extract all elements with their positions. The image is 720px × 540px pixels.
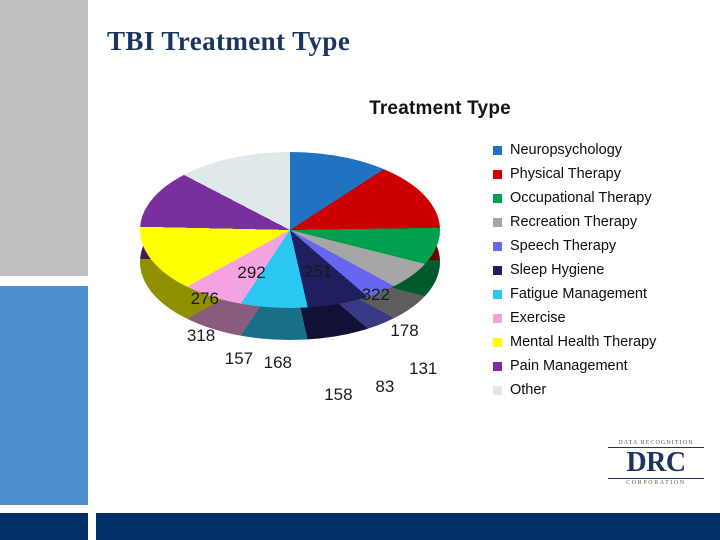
legend-swatch-icon xyxy=(493,289,502,299)
slide-decoration-gray-block xyxy=(0,0,88,276)
legend-swatch-icon xyxy=(493,361,502,371)
slide-decoration-bottom-left-bar xyxy=(0,513,88,540)
legend-item[interactable]: Other xyxy=(493,378,698,402)
legend-item[interactable]: Recreation Therapy xyxy=(493,210,698,234)
legend-item-label: Mental Health Therapy xyxy=(510,334,657,350)
pie-slice-label: 322 xyxy=(361,285,390,305)
legend-item-label: Speech Therapy xyxy=(510,238,617,254)
pie-slice-label: 318 xyxy=(186,326,216,346)
pie-slice-label: 251 xyxy=(303,262,333,282)
legend-swatch-icon xyxy=(493,169,502,179)
drc-logo-mark: DRC xyxy=(626,447,686,478)
legend-swatch-icon xyxy=(493,193,502,203)
pie-slice-label: 276 xyxy=(190,289,219,309)
pie-slice-label: 157 xyxy=(224,349,254,369)
legend-item-label: Fatigue Management xyxy=(510,286,648,302)
legend-item[interactable]: Fatigue Management xyxy=(493,282,698,306)
legend-item[interactable]: Sleep Hygiene xyxy=(493,258,698,282)
slide-decoration-blue-block xyxy=(0,286,88,505)
pie-slice-label: 158 xyxy=(324,385,353,405)
legend-item[interactable]: Mental Health Therapy xyxy=(493,330,698,354)
legend-item-label: Recreation Therapy xyxy=(510,214,638,230)
pie-slice-label: 292 xyxy=(237,263,266,283)
legend-swatch-icon xyxy=(493,217,502,227)
drc-logo: DATA RECOGNITION DRC CORPORATION xyxy=(608,440,704,492)
legend-item[interactable]: Physical Therapy xyxy=(493,162,698,186)
pie-slice-label: 178 xyxy=(390,321,419,341)
legend-item-label: Physical Therapy xyxy=(510,166,621,182)
legend-item-label: Exercise xyxy=(510,310,566,326)
pie-slice-label: 83 xyxy=(375,377,395,397)
slide-decoration-bottom-bar xyxy=(96,513,720,540)
legend-swatch-icon xyxy=(493,145,502,155)
legend-item[interactable]: Occupational Therapy xyxy=(493,186,698,210)
legend-item-label: Sleep Hygiene xyxy=(510,262,605,278)
legend-swatch-icon xyxy=(493,265,502,275)
legend-swatch-icon xyxy=(493,385,502,395)
legend-item-label: Other xyxy=(510,382,547,398)
legend-item[interactable]: Pain Management xyxy=(493,354,698,378)
legend-item[interactable]: Neuropsychology xyxy=(493,138,698,162)
drc-logo-bottom-text: CORPORATION xyxy=(608,478,704,486)
legend-item-label: Neuropsychology xyxy=(510,142,623,158)
pie-slice-label: 131 xyxy=(409,359,438,379)
legend-item-label: Occupational Therapy xyxy=(510,190,652,206)
legend-item[interactable]: Speech Therapy xyxy=(493,234,698,258)
legend-swatch-icon xyxy=(493,313,502,323)
legend-swatch-icon xyxy=(493,337,502,347)
slide-title: TBI Treatment Type xyxy=(107,26,351,56)
drc-logo-top-text: DATA RECOGNITION xyxy=(608,440,704,448)
pie-top-surface xyxy=(140,152,440,308)
legend-item[interactable]: Exercise xyxy=(493,306,698,330)
legend-item-label: Pain Management xyxy=(510,358,628,374)
pie-slice-label: 168 xyxy=(263,352,293,372)
legend-swatch-icon xyxy=(493,241,502,251)
chart-title: Treatment Type xyxy=(369,98,511,119)
